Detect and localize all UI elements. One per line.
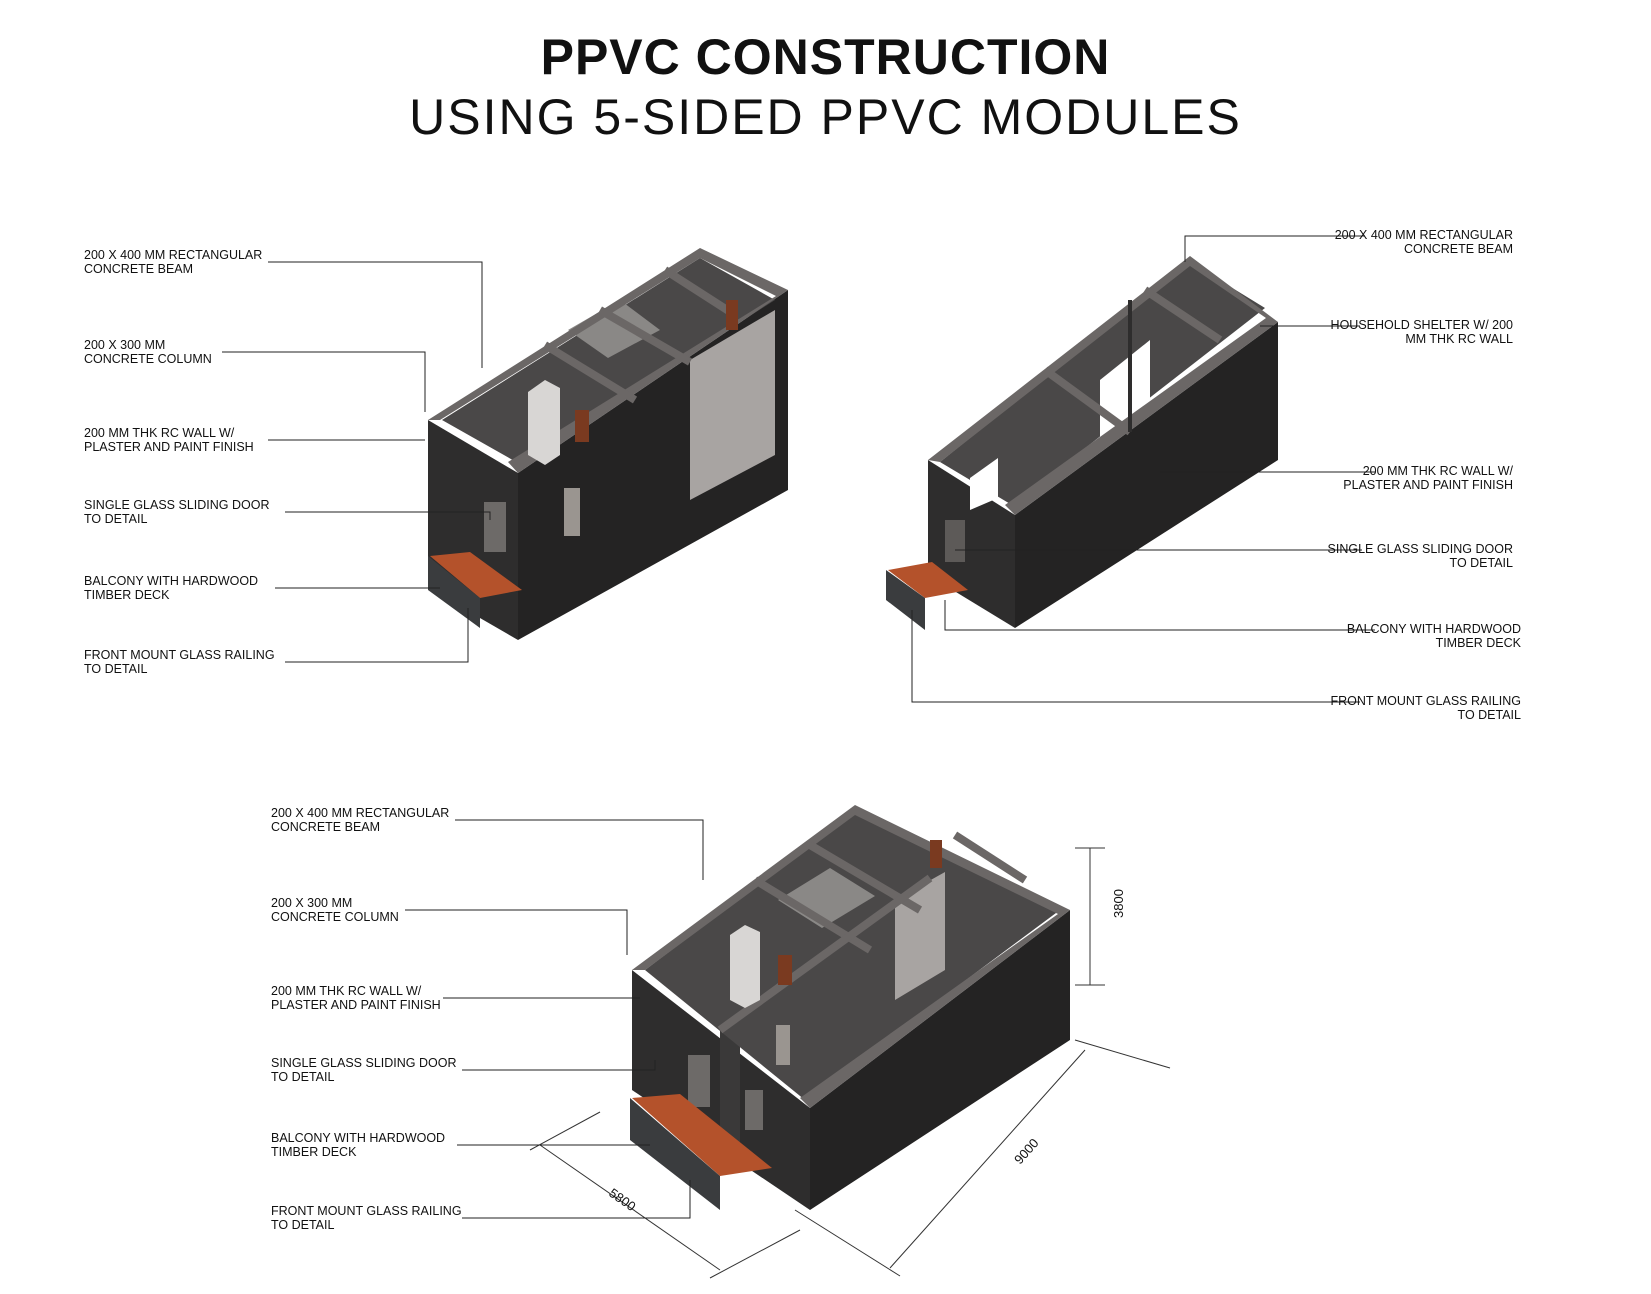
module-1-door [575,410,589,442]
leader-v3-railing [462,1180,691,1219]
callout-v2-wall: 200 MM THK RC WALL W/ PLASTER AND PAINT … [1343,464,1513,492]
module-1-room-floor [690,310,775,500]
module-1-floor [442,258,775,463]
module-3-sliding-door-2 [745,1090,763,1130]
module-1-partition-beam-2 [597,306,693,366]
module-1-sliding-door [484,502,506,552]
dimension-length-ext-bottom [794,1209,901,1277]
leader-v3-door [462,1060,656,1071]
leader-v3-column [405,909,628,955]
callout-v1-door: SINGLE GLASS SLIDING DOOR TO DETAIL [84,498,270,526]
module-1-door-2 [726,300,738,330]
module-2-window-opening [970,458,998,510]
module-1-window [564,488,580,536]
module-3-floor [645,812,1060,1100]
module-2-partition-beam-2 [1142,286,1223,344]
dimension-width-ext-left [529,1111,601,1151]
leader-v1-beam [268,261,483,368]
dimension-width-ext-right [709,1229,801,1279]
leader-v3-beam [455,819,704,880]
module-3-sliding-door [688,1055,710,1107]
callout-v3-door: SINGLE GLASS SLIDING DOOR TO DETAIL [271,1056,457,1084]
module-2-partition-beam [1042,366,1133,436]
callout-v1-beam: 200 X 400 MM RECTANGULAR CONCRETE BEAM [84,248,263,276]
callout-v3-beam: 200 X 400 MM RECTANGULAR CONCRETE BEAM [271,806,450,834]
callout-v3-balcony: BALCONY WITH HARDWOOD TIMBER DECK [271,1131,446,1159]
dimension-length-ext-top [1074,1039,1171,1069]
module-1-partition-beam-3 [662,266,738,319]
module-3-partition-beam-3 [717,874,933,1034]
module-3-partition-beam-4 [952,831,1028,884]
dimension-width-line [539,1144,721,1271]
module-3-door-2 [930,840,942,868]
module-2-glass-railing [886,570,925,630]
callout-v1-column: 200 X 300 MM CONCRETE COLUMN [84,338,212,366]
callout-v3-wall: 200 MM THK RC WALL W/ PLASTER AND PAINT … [271,984,441,1012]
leader-v2-balcony [944,600,1375,631]
callout-v2-beam: 200 X 400 MM RECTANGULAR CONCRETE BEAM [1334,228,1513,256]
leader-v1-door [285,511,491,520]
leader-v2-beam [1184,235,1365,262]
module-view-1 [428,248,788,640]
dimension-length-label: 9000 [1011,1135,1041,1167]
dimension-length-line [889,1049,1086,1269]
module-2-side-wall [1015,322,1278,628]
module-2-sliding-door [945,520,965,562]
module-3-window [776,1025,790,1065]
module-3-mid-wall [720,1030,740,1150]
module-2-balcony-deck [888,562,968,598]
module-3-door [778,955,792,985]
page-title: PPVC CONSTRUCTION [540,29,1111,85]
leader-v1-railing [285,608,469,663]
module-3-balcony-deck [632,1094,772,1176]
module-1-glass-railing [428,556,480,628]
callout-v2-shelter: HOUSEHOLD SHELTER W/ 200 MM THK RC WALL [1330,318,1513,346]
callout-v2-balcony: BALCONY WITH HARDWOOD TIMBER DECK [1346,622,1521,650]
callout-v2-door: SINGLE GLASS SLIDING DOOR TO DETAIL [1327,542,1513,570]
module-1-balcony-deck [430,552,522,598]
module-1-bathroom-tile [568,300,660,358]
page-subtitle: USING 5-SIDED PPVC MODULES [409,89,1242,145]
callout-v1-wall: 200 MM THK RC WALL W/ PLASTER AND PAINT … [84,426,254,454]
leader-v1-column [222,351,426,412]
dimension-height-label: 3800 [1111,889,1126,918]
module-3-side-wall [810,910,1070,1210]
module-view-2 [886,256,1278,630]
callout-v3-column: 200 X 300 MM CONCRETE COLUMN [271,896,399,924]
callout-v1-balcony: BALCONY WITH HARDWOOD TIMBER DECK [84,574,259,602]
callout-v1-railing: FRONT MOUNT GLASS RAILING TO DETAIL [84,648,275,676]
leader-v2-railing [911,610,1360,703]
module-3-fridge [730,925,760,1008]
leader-lines [222,235,1375,1219]
callout-v3-railing: FRONT MOUNT GLASS RAILING TO DETAIL [271,1204,462,1232]
module-1-partition-beam [542,341,638,404]
module-3-glass-railing [630,1098,720,1210]
callout-v2-railing: FRONT MOUNT GLASS RAILING TO DETAIL [1330,694,1521,722]
module-1-fridge [528,380,560,465]
module-view-3: 3800 9000 5800 [529,805,1171,1279]
